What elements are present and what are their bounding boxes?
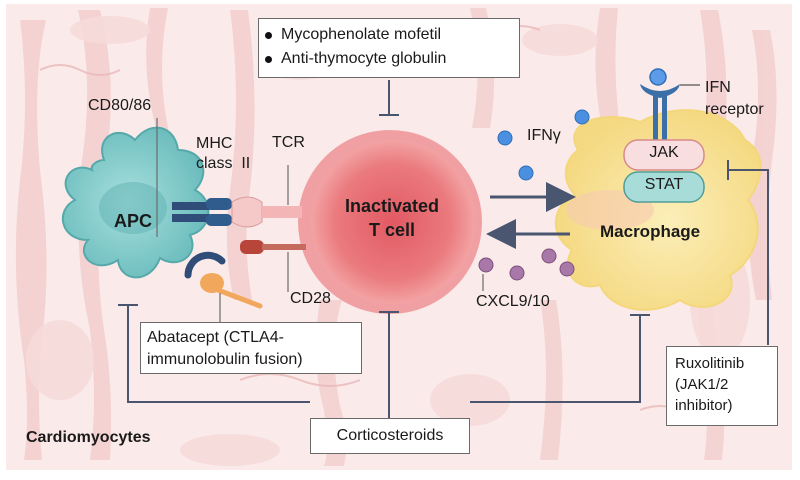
mhc-class-ii-label: MHC class II xyxy=(196,135,251,172)
top-drug-box: Mycophenolate mofetil Anti-thymocyte glo… xyxy=(258,18,520,78)
stat-label: STAT xyxy=(644,176,684,193)
ifn-receptor xyxy=(640,68,700,142)
cardiomyocytes-label: Cardiomyocytes xyxy=(26,429,151,446)
apc-label: APC xyxy=(114,211,153,231)
abatacept-box: Abatacept (CTLA4- immunolobulin fusion) xyxy=(140,322,362,374)
mhc-tcr-complex xyxy=(172,196,302,228)
t-cell xyxy=(298,130,482,314)
leader-lines xyxy=(156,118,484,322)
cxcl-molecules xyxy=(478,248,575,281)
macrophage-cell xyxy=(554,109,762,311)
jak-label: JAK xyxy=(649,144,679,161)
tcr-label: TCR xyxy=(272,134,305,151)
ifn-gamma-molecules xyxy=(497,109,590,181)
cd80-cd28-complex xyxy=(240,240,306,254)
apc-cell xyxy=(61,126,210,279)
ifn-receptor-label: IFN receptor xyxy=(705,79,764,118)
signal-arrows xyxy=(486,182,576,249)
t-cell-label: Inactivated T cell xyxy=(344,196,440,240)
ruxolitinib-box: Ruxolitinib (JAK1/2 inhibitor) xyxy=(666,346,778,426)
drug-mycophenolate: Mycophenolate mofetil xyxy=(265,23,519,47)
drug-anti-thymocyte-globulin: Anti-thymocyte globulin xyxy=(265,47,519,71)
abatacept-molecule xyxy=(184,251,263,309)
cd28-label: CD28 xyxy=(290,290,331,307)
top-drug-list: Mycophenolate mofetil Anti-thymocyte glo… xyxy=(259,23,519,71)
cd80-86-label: CD80/86 xyxy=(88,97,152,114)
macrophage-label: Macrophage xyxy=(600,222,701,241)
corticosteroids-box: Corticosteroids xyxy=(310,418,470,454)
ifn-gamma-label: IFNγ xyxy=(527,127,561,144)
inhibition-lines xyxy=(118,80,769,418)
jak-stat-complex xyxy=(623,139,705,203)
cxcl-label: CXCL9/10 xyxy=(476,293,550,310)
